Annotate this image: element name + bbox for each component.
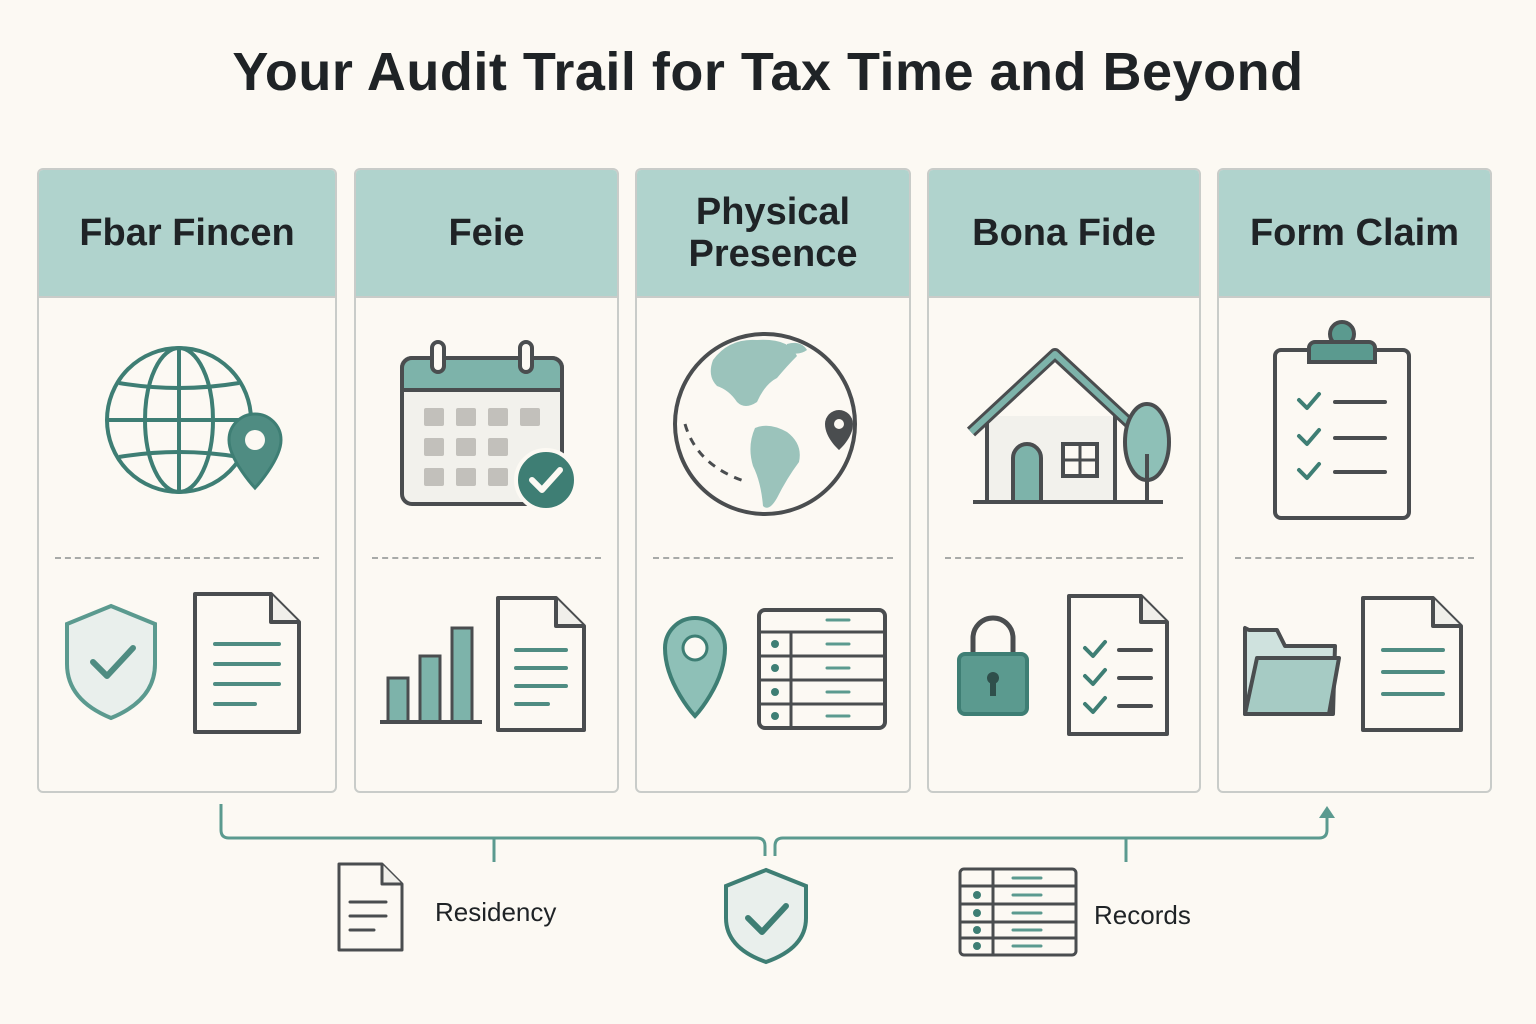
card-bottom-icons: [39, 568, 335, 791]
card-bottom-icons: [1219, 568, 1490, 791]
card-title: Bona Fide: [972, 212, 1156, 254]
location-pin-icon: [662, 616, 728, 719]
card-divider: [653, 557, 893, 559]
card-divider: [1235, 557, 1474, 559]
card-body: [356, 298, 617, 791]
document-icon: [334, 860, 408, 956]
card-header: Form Claim: [1219, 170, 1490, 298]
card-header: Physical Presence: [637, 170, 909, 298]
residency-label: Residency: [435, 897, 557, 927]
card-divider: [55, 557, 319, 559]
checklist-document-icon: [1067, 594, 1169, 736]
card-divider: [945, 557, 1183, 559]
page-title: Your Audit Trail for Tax Time and Beyond: [232, 42, 1304, 102]
card-form-claim: Form Claim: [1217, 168, 1492, 793]
card-bottom-icons: [929, 568, 1199, 791]
folder-icon: [1243, 626, 1341, 716]
records-label: Records: [1094, 900, 1191, 930]
card-fbar-fincen: Fbar Fincen: [37, 168, 337, 793]
bar-chart-icon: [380, 626, 482, 724]
card-bona-fide: Bona Fide: [927, 168, 1201, 793]
card-bottom-icons: [637, 568, 909, 791]
card-divider: [372, 557, 601, 559]
card-title: Fbar Fincen: [79, 212, 295, 254]
card-body: [39, 298, 335, 791]
card-physical-presence: Physical Presence: [635, 168, 911, 793]
padlock-icon: [957, 615, 1029, 716]
card-header: Bona Fide: [929, 170, 1199, 298]
ledger-table-icon: [757, 608, 887, 730]
world-map-pin-icon: [637, 298, 909, 558]
document-icon: [1361, 596, 1463, 732]
card-feie: Feie: [354, 168, 619, 793]
card-body: [929, 298, 1199, 791]
document-icon: [496, 596, 586, 732]
shield-check-icon: [65, 603, 157, 721]
globe-pin-icon: [39, 298, 335, 558]
card-body: [1219, 298, 1490, 791]
card-header: Feie: [356, 170, 617, 298]
shield-check-icon: [720, 866, 812, 966]
calendar-check-icon: [356, 298, 617, 558]
card-title: Physical Presence: [688, 191, 858, 275]
document-icon: [193, 592, 301, 734]
clipboard-checklist-icon: [1219, 298, 1490, 558]
card-body: [637, 298, 909, 791]
ledger-table-icon: [957, 866, 1081, 960]
card-bottom-icons: [356, 568, 617, 791]
card-title: Feie: [448, 212, 525, 254]
card-header: Fbar Fincen: [39, 170, 335, 298]
house-tree-icon: [929, 298, 1199, 558]
card-title: Form Claim: [1249, 212, 1460, 254]
